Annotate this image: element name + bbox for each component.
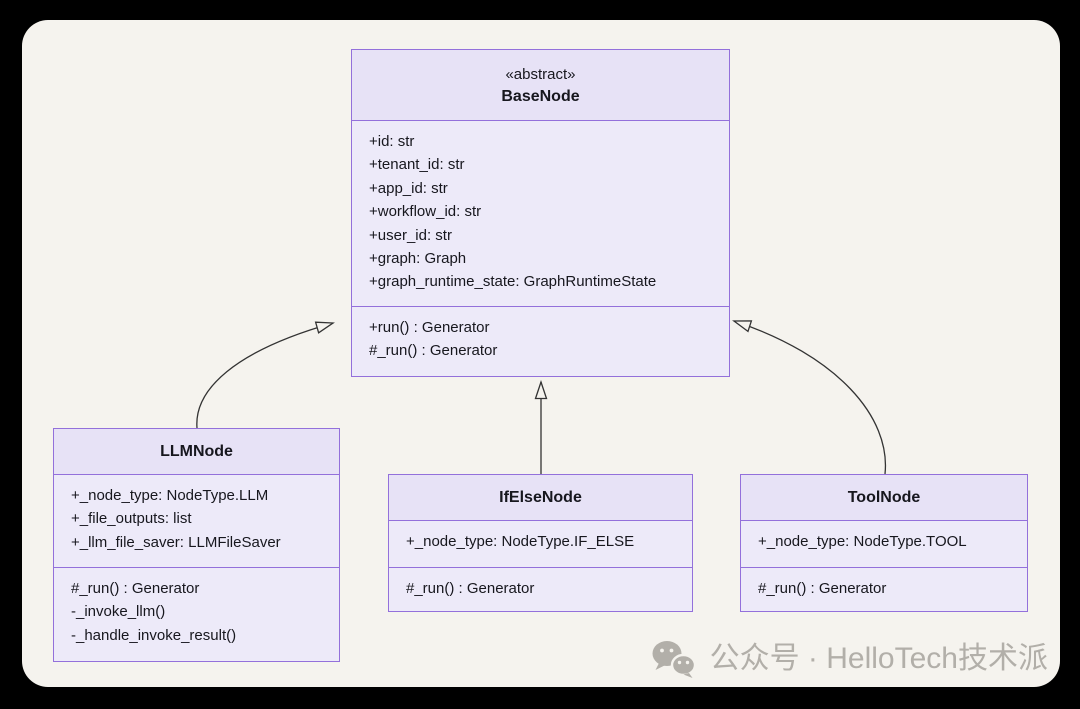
class-attributes: +_node_type: NodeType.LLM +_file_outputs… [54,475,339,568]
class-header: LLMNode [54,429,339,475]
class-method: #_run() : Generator [71,580,200,597]
class-name: LLMNode [160,442,233,460]
class-attribute: +_llm_file_saver: LLMFileSaver [71,533,281,551]
class-attribute: +_node_type: NodeType.LLM [71,487,269,504]
class-methods: #_run() : Generator [389,568,692,600]
class-attributes: +_node_type: NodeType.TOOL [741,521,1027,568]
class-attributes: +id: str +tenant_id: str +app_id: str +w… [352,121,729,307]
class-method: -_invoke_llm() [71,603,166,621]
class-attribute: +_node_type: NodeType.TOOL [758,533,967,550]
class-name: BaseNode [501,87,580,105]
class-box-llmnode: LLMNode +_node_type: NodeType.LLM +_file… [53,428,340,662]
class-box-basenode: «abstract» BaseNode +id: str +tenant_id:… [351,49,730,377]
class-attribute: +user_id: str [369,226,452,244]
class-attribute: +_file_outputs: list [71,510,192,528]
class-methods: +run() : Generator #_run() : Generator [352,307,729,363]
watermark: 公众号 · HelloTech技术派 [650,639,1048,679]
class-method: -_handle_invoke_result() [71,626,237,644]
class-box-ifelsenode: IfElseNode +_node_type: NodeType.IF_ELSE… [388,474,693,612]
diagram-canvas: «abstract» BaseNode +id: str +tenant_id:… [22,20,1060,687]
class-attribute: +graph: Graph [369,250,467,268]
class-attribute: +graph_runtime_state: GraphRuntimeState [369,273,657,291]
class-attribute: +workflow_id: str [369,203,482,221]
class-method: #_run() : Generator [369,342,498,360]
class-attribute: +app_id: str [369,179,448,197]
class-box-toolnode: ToolNode +_node_type: NodeType.TOOL #_ru… [740,474,1028,612]
class-method: #_run() : Generator [406,580,535,597]
wechat-icon [652,641,696,678]
class-name: ToolNode [847,488,921,506]
class-method: #_run() : Generator [758,580,887,597]
class-header: ToolNode [741,475,1027,521]
class-methods: #_run() : Generator -_invoke_llm() -_han… [54,568,339,647]
class-header: «abstract» BaseNode [352,50,729,121]
class-method: +run() : Generator [369,319,490,336]
relation-llmnode-basenode [196,321,335,429]
class-attributes: +_node_type: NodeType.IF_ELSE [389,521,692,568]
class-methods: #_run() : Generator [741,568,1027,600]
class-header: IfElseNode [389,475,692,521]
class-attribute: +_node_type: NodeType.IF_ELSE [406,533,635,550]
watermark-text: 公众号 · HelloTech技术派 [709,642,1048,675]
class-attribute: +tenant_id: str [369,156,465,174]
class-attribute: +id: str [369,133,415,150]
relation-toolnode-basenode [732,320,887,475]
class-stereotype: «abstract» [505,65,576,83]
class-name: IfElseNode [499,488,582,506]
